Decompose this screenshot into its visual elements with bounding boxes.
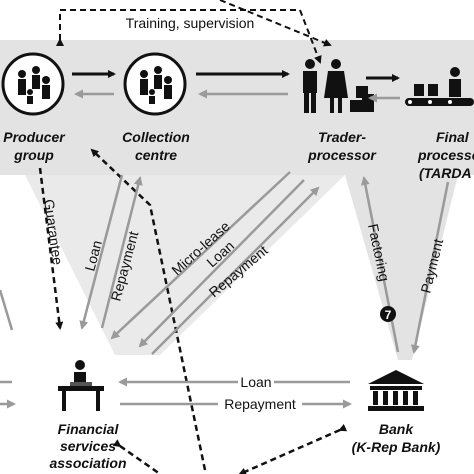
producer-group-icon [1, 52, 65, 116]
training-label-bg [110, 14, 270, 32]
loan-cc-arrow [79, 174, 124, 330]
trader-processor-label: Trader- [318, 129, 366, 145]
collection-centre-label: Collection [122, 129, 190, 145]
factoring-arrow [360, 176, 400, 353]
dashed-fsa-to-bottom [112, 439, 161, 474]
final-processor-label: Final [436, 129, 470, 145]
factoring-badge-number: 7 [385, 308, 392, 322]
producer-group-label-2: group [13, 147, 54, 163]
shaded-band-right [355, 60, 474, 175]
final-processor-icon [405, 67, 474, 106]
shaded-funnel-right [345, 175, 458, 360]
financial-services-label-2: services [60, 438, 116, 454]
final-processor-label-3: (TARDA [419, 165, 472, 181]
collection-centre-label-2: centre [135, 147, 177, 163]
loan-bank-label-bg [238, 373, 274, 391]
financial-services-label-3: association [49, 455, 126, 471]
collection-centre-icon [123, 52, 187, 116]
producer-group-label: Producer [3, 129, 66, 145]
repayment-bank-label: Repayment [224, 396, 296, 412]
training-supervision-dashed-path [56, 9, 322, 64]
payment-arrow [410, 181, 450, 354]
financial-services-icon [58, 360, 104, 411]
loan-bank-label: Loan [240, 374, 271, 390]
loan-cc-label: Loan [81, 239, 105, 273]
micro-lease-arrow [110, 171, 291, 340]
left-edge-line [0, 289, 14, 331]
dashed-bank-to-bottom [238, 423, 348, 474]
bank-label-2: (K-Rep Bank) [352, 439, 441, 455]
loan-tp-arrow [138, 179, 305, 348]
training-supervision-label: Training, supervision [126, 15, 255, 31]
repayment-tp-arrow [151, 186, 320, 355]
repayment-bank-label-bg [218, 395, 302, 413]
factoring-badge [380, 306, 396, 322]
repayment-cc-arrow [100, 176, 143, 329]
bank-icon [368, 370, 424, 411]
guarantee-arrow [38, 167, 64, 330]
bank-label: Bank [379, 421, 414, 437]
trader-processor-label-2: processor [307, 147, 377, 163]
financial-services-label: Financial [58, 421, 120, 437]
final-processor-label-2: processor [417, 147, 474, 163]
